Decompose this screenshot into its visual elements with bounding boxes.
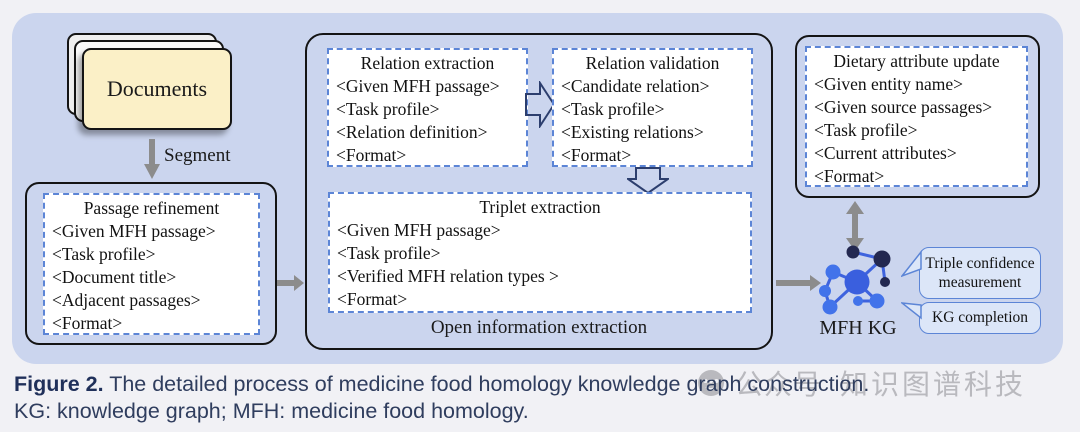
hollow-down-arrow-icon [627,167,669,194]
mfh-kg-label: MFH KG [819,317,897,339]
callout-tail-icon [901,250,922,278]
segment-label: Segment [164,145,231,166]
figure-number: Figure 2. [14,372,104,396]
passage-refinement-title: Passage refinement [83,198,220,218]
prompt-item: <Task profile> [336,99,440,119]
prompt-item: <Task profile> [814,120,918,140]
prompt-item: <Given MFH passage> [337,220,501,240]
dietary-attribute-update-title: Dietary attribute update [833,51,1000,71]
prompt-item: <Current attributes> [814,143,957,163]
relation-validation-title: Relation validation [585,53,720,73]
passage-refinement-prompt: Passage refinement <Given MFH passage> <… [43,193,260,335]
flow-arrow-icon [776,275,821,291]
watermark: 公众号 知识图谱科技 [697,363,1026,403]
triplet-extraction-prompt: Triplet extraction <Given MFH passage> <… [328,192,752,313]
open-information-extraction-label: Open information extraction [430,317,648,338]
double-arrow-icon [846,201,864,251]
watermark-name: 知识图谱科技 [840,369,1027,400]
triple-confidence-callout: Triple confidence measurement [919,247,1041,299]
flow-arrow-icon [277,275,304,291]
hollow-right-arrow-icon [525,81,555,128]
prompt-item: <Format> [561,145,632,165]
prompt-item: <Existing relations> [561,122,704,142]
dietary-attribute-update-prompt: Dietary attribute update <Given entity n… [805,46,1028,187]
documents-stack: Documents [82,48,232,130]
prompt-item: <Given MFH passage> [52,221,216,241]
callout-tail-icon [901,302,922,320]
prompt-item: <Format> [337,289,408,309]
kg-completion-callout: KG completion [919,302,1041,334]
prompt-item: <Given entity name> [814,74,964,94]
prompt-item: <Format> [52,313,123,333]
figure-caption-line2: KG: knowledge graph; MFH: medicine food … [14,399,529,423]
prompt-item: <Task profile> [337,243,441,263]
relation-validation-prompt: Relation validation <Candidate relation>… [552,48,753,167]
relation-extraction-title: Relation extraction [360,53,495,73]
triplet-extraction-title: Triplet extraction [479,197,601,217]
prompt-item: <Given source passages> [814,97,993,117]
wechat-icon [698,370,724,396]
knowledge-graph-icon [819,245,891,315]
prompt-item: <Verified MFH relation types > [337,266,559,286]
prompt-item: <Task profile> [561,99,665,119]
prompt-item: <Adjacent passages> [52,290,201,310]
prompt-item: <Format> [814,166,885,186]
caption-text: The detailed process of medicine food ho… [103,372,870,396]
prompt-item: <Relation definition> [336,122,488,142]
passage-refinement-box [25,182,277,345]
documents-label: Documents [106,76,208,101]
prompt-item: <Candidate relation> [561,76,710,96]
dietary-attribute-update-box [795,35,1040,198]
figure-caption-line1: Figure 2. The detailed process of medici… [14,372,1069,397]
relation-extraction-prompt: Relation extraction <Given MFH passage> … [327,48,528,167]
prompt-item: <Document title> [52,267,177,287]
prompt-item: <Task profile> [52,244,156,264]
prompt-item: <Given MFH passage> [336,76,500,96]
watermark-account-label: 公众号 [735,369,823,400]
segment-arrow-icon [144,139,160,179]
open-information-extraction-box [305,33,773,350]
prompt-item: <Format> [336,145,407,165]
